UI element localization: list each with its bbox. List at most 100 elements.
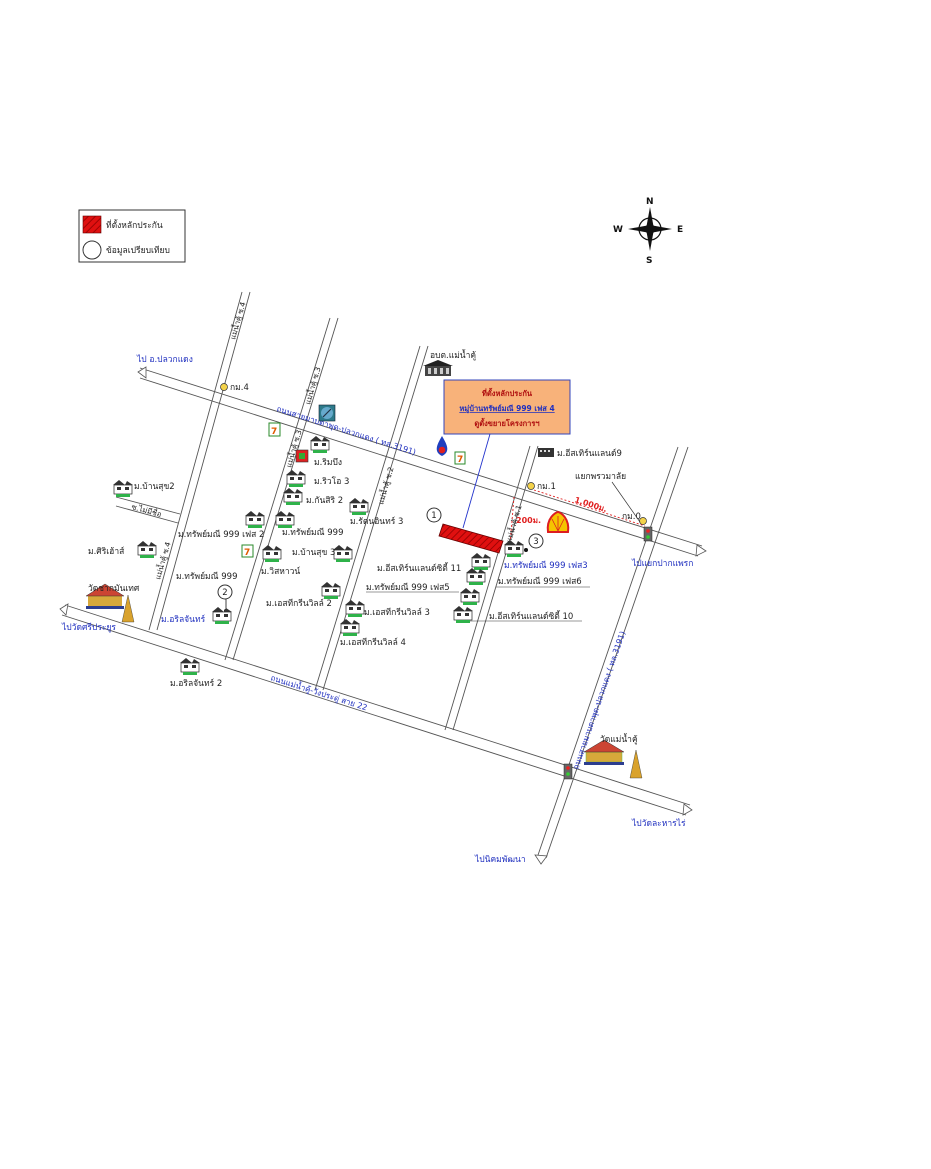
village-sap-mani-999-a: ม.ทรัพย์มณี 999 [176, 571, 237, 582]
village-sap-mani-999-b: ม.ทรัพย์มณี 999 [282, 527, 343, 538]
comparable-1-number: 1 [431, 511, 436, 521]
distance-200-label: 200ม. [516, 516, 541, 525]
east-road-edge-east [545, 446, 689, 859]
village-house-icon [333, 545, 353, 562]
subject-callout: ที่ตั้งหลักประกัน หมู่บ้านทรัพย์มณี 999 … [443, 379, 571, 529]
temple-wat-mae-nam-khu-icon [583, 739, 643, 779]
village-sap-mani-f6: ม.ทรัพย์มณี 999 เฟส6 [498, 576, 582, 587]
soi2-edge-b [322, 345, 429, 691]
village-house-icon [460, 588, 480, 605]
south-road-edge-north [64, 604, 691, 806]
temple-wat-chak-man-icon [85, 583, 135, 623]
village-house-icon [453, 606, 473, 623]
dest-wat-ya-thra-rai: ไปวัดละหารไร่ [631, 818, 686, 829]
road-network [59, 291, 707, 865]
village-house-icon [349, 498, 369, 515]
village-house-icon [321, 582, 341, 599]
village-house-icon [471, 553, 491, 570]
traffic-light-icon [563, 763, 573, 780]
comparable-2-number: 2 [222, 588, 227, 598]
map-legend: ที่ตั้งหลักประกัน ข้อมูลเปรียบเทียบ [78, 209, 186, 263]
shell-station-icon [546, 510, 570, 533]
comparable-3-number: 3 [533, 537, 538, 547]
wat-mae-nam-khu-label: วัดแม่น้ำคู้ [600, 733, 638, 745]
dest-nikom-phatthana: ไปนิคมพัฒนา [474, 854, 526, 865]
convenience-store-icon: 7 [268, 422, 281, 437]
village-sap-mani-f3: ม.ทรัพย์มณี 999 เฟส3 [504, 560, 588, 571]
convenience-store-icon: 7 [454, 451, 466, 465]
km-marker-4: กม.4 [220, 383, 249, 393]
svg-text:7: 7 [457, 455, 463, 465]
village-house-icon [286, 470, 306, 487]
comparable-marker [426, 507, 442, 523]
soi2-label: แม่น้ำคู้ ซ.2 [375, 465, 395, 505]
subject-property-parcel[interactable] [438, 523, 504, 554]
village-house-icon [262, 545, 282, 562]
village-kanthiri2: ม.กันสิริ 2 [306, 496, 343, 506]
distance-1000-label: 1,000ม. [573, 495, 608, 514]
village-estern-green3: ม.เอสทีกรีนวิลล์ 3 [364, 607, 430, 618]
village-estern-green2: ม.เอสทีกรีนวิลล์ 2 [266, 598, 332, 609]
village-sap-mani-f5: ม.ทรัพย์มณี 999 เฟส5 [366, 582, 450, 593]
village-silpa: ม.ศิริเฮ้าส์ [88, 546, 125, 557]
callout-line3: ดูตั้งขยายโครงการฯ [474, 417, 539, 429]
soi3-north-label: แม่น้ำคู้ ซ.3 [302, 365, 322, 405]
eastern-land9-label: ม.อีสเทิร์นแลนด์9 [557, 448, 622, 459]
round-sign-icon [318, 404, 336, 422]
intersection-label: แยกพรวมาลัย [575, 472, 626, 482]
main-road-edge-south [139, 377, 699, 557]
village-house-icon [180, 658, 200, 675]
village-house-icon [245, 511, 265, 528]
village-house-icon [340, 619, 360, 636]
soi4-edge-a [148, 291, 243, 631]
village-house-icon [137, 541, 157, 558]
callout-pointer [462, 433, 491, 529]
km-marker-0: กม.0 [622, 512, 647, 525]
dest-pak-phraek: ไปแยกปากแพรก [631, 558, 693, 569]
distance-1000-line [533, 489, 646, 527]
km0-label: กม.0 [622, 512, 641, 522]
callout-box [443, 379, 571, 435]
legend-subject-label: ที่ตั้งหลักประกัน [106, 219, 163, 231]
dest-wat-sri-prayun: ไปวัดศรีประยูร [61, 622, 116, 633]
svg-text:7: 7 [271, 427, 277, 437]
village-house-icon [275, 511, 295, 528]
traffic-light-icon [643, 526, 653, 542]
village-icons [113, 436, 524, 675]
soi3-edge-b [232, 317, 339, 661]
village-house-icon [283, 488, 303, 505]
office-building-icon [538, 448, 554, 457]
village-house-icon [466, 568, 486, 585]
obt-building-icon [423, 360, 453, 376]
fuel-station-drop-icon [436, 436, 448, 456]
soi-maimee-edge-a [115, 496, 181, 515]
village-ban-suk2: ม.บ้านสุข2 [134, 481, 175, 492]
comparable-3[interactable]: 3 [524, 533, 544, 552]
comparable-1[interactable]: 1 [426, 507, 442, 523]
village-estern-green4: ม.เอสทีกรีนวิลล์ 4 [340, 637, 406, 648]
shop-sign-icon [299, 453, 305, 459]
obt-label: อบต.แม่น้ำคู้ [430, 349, 476, 361]
distance-200-line [509, 496, 515, 546]
road-end-arrow-southeast [682, 803, 693, 816]
village-sap-mani-999-f2: ม.ทรัพย์มณี 999 เฟส 2 [178, 529, 264, 540]
compass-n: N [646, 197, 654, 207]
soi1-edge-b [452, 445, 539, 731]
comparable-marker [528, 533, 544, 549]
soi2-edge-a [314, 345, 421, 691]
village-house-icon [504, 540, 524, 557]
village-eastern-city11: ม.อีสเทิร์นแลนด์ซิตี้ 11 [377, 562, 461, 574]
soi3-label: แม่น้ำคู้ ซ.3 [283, 428, 303, 468]
village-house-icon [113, 480, 133, 497]
soi1-edge-a [444, 445, 531, 731]
village-river3: ม.ริวโอ 3 [314, 476, 349, 487]
village-house-icon [212, 607, 232, 624]
soi3-edge-a [224, 317, 331, 661]
subject-swatch [82, 215, 102, 234]
km-post-icon [220, 383, 228, 391]
village-house-icon [345, 600, 365, 617]
intersection-leader [611, 481, 641, 523]
south-road-edge-south [61, 614, 687, 816]
road-end-arrow-south [534, 854, 548, 865]
